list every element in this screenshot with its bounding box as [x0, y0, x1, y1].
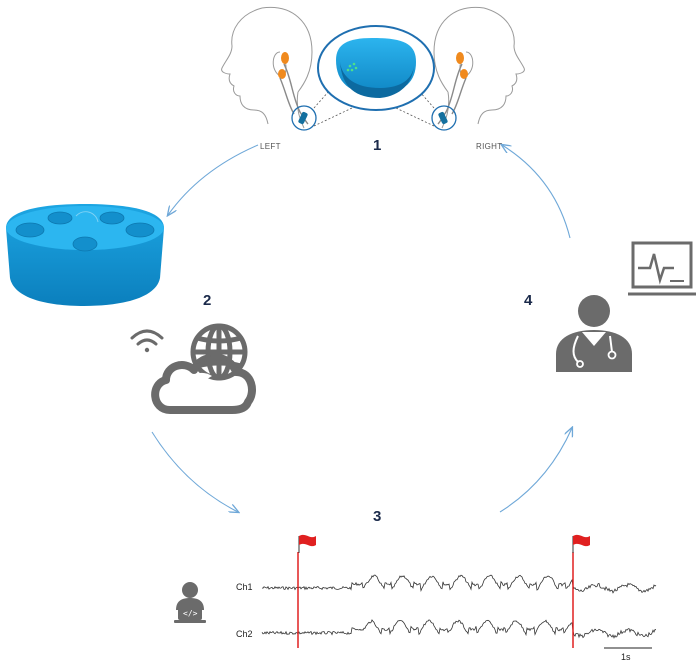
flag-icon	[298, 534, 316, 553]
charging-dock-icon	[6, 204, 164, 306]
wearable-device-icon	[317, 25, 435, 111]
time-scale-bar: 1s	[604, 647, 652, 662]
arrow-3-to-4	[499, 428, 572, 513]
cloud-globe-icon	[151, 323, 256, 414]
right-ear-electrodes	[431, 52, 468, 131]
left-side-label: LEFT	[260, 142, 281, 151]
arrow-4-to-1	[502, 145, 571, 239]
channel-label-ch2: Ch2	[236, 629, 253, 639]
left-head-illustration	[221, 6, 313, 129]
cycle-arrows	[151, 144, 572, 513]
laptop-user-icon: </>	[174, 582, 206, 623]
right-head-illustration	[433, 6, 525, 129]
wifi-icon	[130, 329, 164, 353]
step-number-1: 1	[373, 137, 381, 154]
left-ear-electrodes	[278, 52, 317, 131]
svg-text:</>: </>	[183, 609, 198, 618]
eeg-traces	[261, 574, 657, 639]
right-side-label: RIGHT	[476, 142, 502, 151]
eeg-trace-ch1	[261, 574, 657, 594]
step-number-3: 3	[373, 508, 381, 525]
seizure-markers	[297, 534, 590, 648]
channel-label-ch1: Ch1	[236, 582, 253, 592]
step-number-4: 4	[524, 292, 533, 309]
monitor-ecg-icon	[628, 241, 696, 296]
flag-icon	[572, 534, 590, 553]
doctor-icon	[556, 295, 632, 372]
scale-bar-label: 1s	[621, 652, 631, 662]
arrow-1-to-2	[168, 144, 259, 215]
eeg-trace-ch2	[261, 619, 657, 639]
step-number-2: 2	[203, 292, 211, 309]
arrow-2-to-3	[151, 431, 238, 512]
